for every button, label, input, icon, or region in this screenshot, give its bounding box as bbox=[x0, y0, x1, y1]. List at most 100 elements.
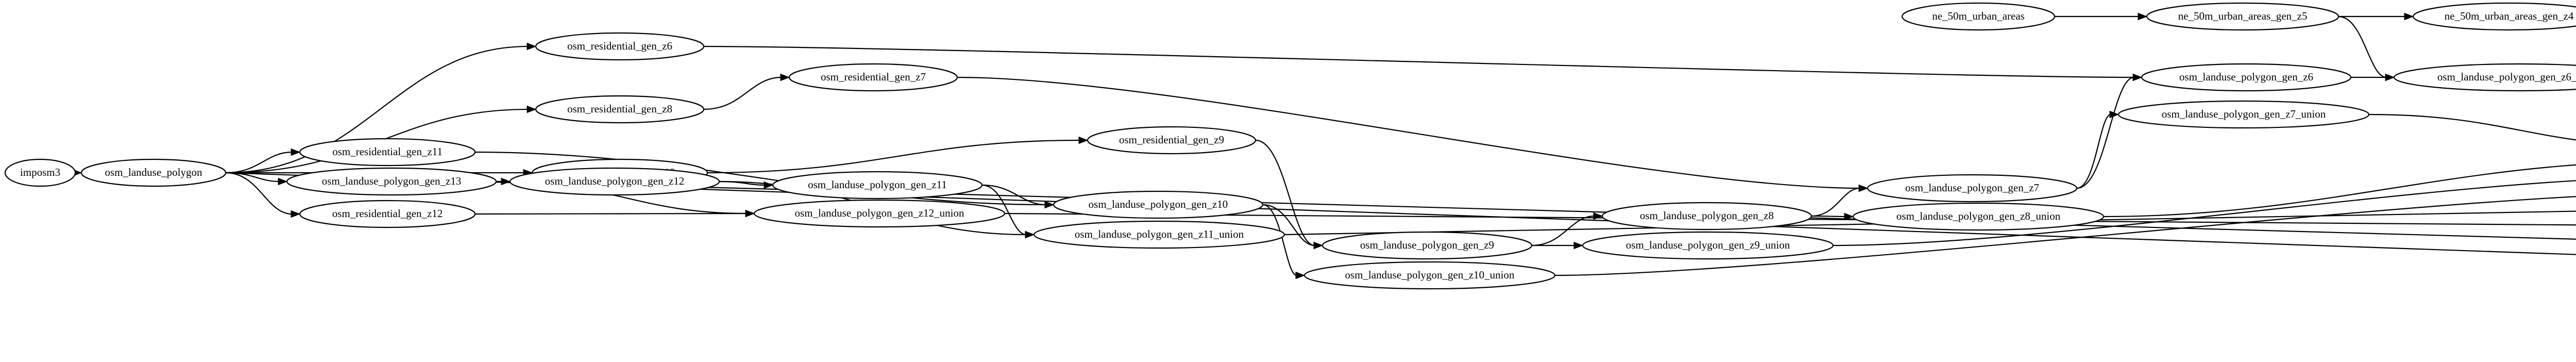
node-label-osm_landuse_polygon_gen_z6_union: osm_landuse_polygon_gen_z6_union bbox=[2437, 71, 2576, 83]
edge-osm_landuse_polygon_gen_z11--osm_landuse_polygon_gen_z11_union bbox=[981, 184, 1027, 236]
node-shape-ne_50m_urban_areas bbox=[1901, 2, 2056, 31]
node-shape-osm_residential_gen_z6 bbox=[535, 32, 705, 61]
edge-arrowhead bbox=[780, 73, 790, 81]
node-label-osm_residential_gen_z6: osm_residential_gen_z6 bbox=[567, 40, 672, 52]
node-shape-osm_landuse_polygon_gen_z11 bbox=[772, 171, 983, 200]
edge-osm_landuse_polygon--osm_residential_gen_z6 bbox=[225, 45, 529, 174]
node-shape-osm_landuse_polygon_gen_z13 bbox=[286, 167, 497, 196]
node-label-osm_residential_gen_z8: osm_residential_gen_z8 bbox=[567, 103, 672, 115]
node-shape-osm_residential_gen_z9 bbox=[1087, 126, 1257, 155]
edge-arrowhead bbox=[291, 148, 301, 156]
node-osm_landuse_polygon_gen_z6[interactable]: osm_landuse_polygon_gen_z6 bbox=[2141, 63, 2352, 92]
edge-osm_landuse_polygon--osm_residential_gen_z11 bbox=[225, 151, 293, 174]
node-osm_landuse_polygon_gen_z8[interactable]: osm_landuse_polygon_gen_z8 bbox=[1601, 202, 1812, 231]
edge-arrowhead bbox=[2385, 73, 2395, 81]
edge-osm_landuse_polygon_gen_z8_union--layer_landuse.z8 bbox=[2103, 164, 2576, 218]
edge-osm_landuse_polygon_gen_z7--osm_landuse_polygon_gen_z7_union bbox=[2076, 113, 2111, 189]
edge-osm_landuse_polygon_gen_z11--osm_landuse_polygon_gen_z10 bbox=[981, 184, 1046, 206]
node-ne_50m_urban_areas_gen_z4[interactable]: ne_50m_urban_areas_gen_z4 bbox=[2412, 2, 2576, 31]
edge-osm_landuse_polygon--osm_residential_gen_z12 bbox=[225, 172, 293, 215]
node-osm_residential_gen_z9[interactable]: osm_residential_gen_z9 bbox=[1087, 126, 1257, 155]
node-osm_residential_gen_z12[interactable]: osm_residential_gen_z12 bbox=[299, 200, 476, 228]
edge-arrowhead bbox=[527, 42, 537, 51]
node-label-osm_residential_gen_z12: osm_residential_gen_z12 bbox=[332, 207, 443, 220]
edge-osm_landuse_polygon_gen_z10_union--layer_landuse.z10 bbox=[1554, 196, 2576, 276]
edge-osm_residential_gen_z7--osm_landuse_polygon_gen_z7 bbox=[957, 76, 1860, 189]
node-label-ne_50m_urban_areas: ne_50m_urban_areas bbox=[1932, 10, 2025, 22]
node-osm_landuse_polygon_gen_z13[interactable]: osm_landuse_polygon_gen_z13 bbox=[286, 167, 497, 196]
node-osm_landuse_polygon_gen_z10_union[interactable]: osm_landuse_polygon_gen_z10_union bbox=[1303, 261, 1556, 290]
node-osm_landuse_polygon[interactable]: osm_landuse_polygon bbox=[80, 158, 227, 187]
node-label-osm_landuse_polygon_gen_z9_union: osm_landuse_polygon_gen_z9_union bbox=[1626, 239, 1790, 251]
node-shape-osm_landuse_polygon bbox=[80, 158, 227, 187]
edge-arrowhead bbox=[291, 210, 301, 218]
node-label-osm_residential_gen_z7: osm_residential_gen_z7 bbox=[821, 71, 926, 83]
node-shape-ne_50m_urban_areas_gen_z5 bbox=[2146, 2, 2340, 31]
edge-osm_residential_gen_z10--osm_residential_gen_z9 bbox=[707, 139, 1080, 174]
node-label-osm_landuse_polygon_gen_z11: osm_landuse_polygon_gen_z11 bbox=[808, 178, 947, 191]
node-osm_landuse_polygon_gen_z8_union[interactable]: osm_landuse_polygon_gen_z8_union bbox=[1852, 202, 2105, 231]
node-shape-osm_residential_gen_z11 bbox=[299, 138, 476, 167]
node-osm_residential_gen_z7[interactable]: osm_residential_gen_z7 bbox=[788, 63, 958, 92]
node-shape-osm_landuse_polygon_gen_z12 bbox=[509, 167, 720, 196]
node-osm_landuse_polygon_gen_z7_union[interactable]: osm_landuse_polygon_gen_z7_union bbox=[2117, 100, 2370, 129]
node-osm_landuse_polygon_gen_z9[interactable]: osm_landuse_polygon_gen_z9 bbox=[1321, 231, 1533, 260]
node-ne_50m_urban_areas[interactable]: ne_50m_urban_areas bbox=[1901, 2, 2056, 31]
node-shape-osm_residential_gen_z12 bbox=[299, 200, 476, 228]
node-label-osm_landuse_polygon_gen_z13: osm_landuse_polygon_gen_z13 bbox=[322, 175, 462, 187]
node-osm_landuse_polygon_gen_z12_union[interactable]: osm_landuse_polygon_gen_z12_union bbox=[753, 199, 1006, 228]
edge-arrowhead bbox=[1313, 241, 1324, 250]
node-imposm3[interactable]: imposm3 bbox=[4, 158, 76, 187]
node-osm_residential_gen_z8[interactable]: osm_residential_gen_z8 bbox=[535, 95, 705, 124]
edge-osm_landuse_polygon_gen_z9--osm_landuse_polygon_gen_z8 bbox=[1531, 215, 1595, 246]
node-shape-osm_landuse_polygon_gen_z7_union bbox=[2117, 100, 2370, 129]
edge-osm_landuse_polygon_gen_z8--osm_landuse_polygon_gen_z8_union bbox=[1811, 215, 1846, 218]
node-osm_landuse_polygon_gen_z11[interactable]: osm_landuse_polygon_gen_z11 bbox=[772, 171, 983, 200]
edge-arrowhead bbox=[1593, 212, 1603, 220]
node-shape-osm_landuse_polygon_gen_z8 bbox=[1601, 202, 1812, 231]
node-osm_landuse_polygon_gen_z7[interactable]: osm_landuse_polygon_gen_z7 bbox=[1867, 174, 2078, 203]
edge-arrowhead bbox=[2132, 73, 2143, 81]
edge-osm_landuse_polygon_gen_z7_union--layer_landuse.z7 bbox=[2368, 113, 2576, 141]
edge-osm_residential_gen_z12--osm_landuse_polygon_gen_z12_union bbox=[474, 212, 747, 215]
node-label-osm_landuse_polygon_gen_z9: osm_landuse_polygon_gen_z9 bbox=[1360, 239, 1494, 251]
node-label-osm_landuse_polygon_gen_z10: osm_landuse_polygon_gen_z10 bbox=[1089, 198, 1228, 210]
node-ne_50m_urban_areas_gen_z5[interactable]: ne_50m_urban_areas_gen_z5 bbox=[2146, 2, 2340, 31]
node-label-osm_landuse_polygon_gen_z8_union: osm_landuse_polygon_gen_z8_union bbox=[1896, 210, 2061, 222]
node-osm_landuse_polygon_gen_z12[interactable]: osm_landuse_polygon_gen_z12 bbox=[509, 167, 720, 196]
node-label-ne_50m_urban_areas_gen_z5: ne_50m_urban_areas_gen_z5 bbox=[2178, 10, 2308, 22]
edge-osm_residential_gen_z9--osm_landuse_polygon_gen_z9 bbox=[1255, 139, 1315, 246]
node-label-osm_landuse_polygon_gen_z8: osm_landuse_polygon_gen_z8 bbox=[1640, 209, 1774, 222]
edge-osm_landuse_polygon_gen_z10--osm_landuse_polygon_gen_z9 bbox=[1262, 204, 1315, 246]
edge-arrowhead bbox=[1044, 201, 1055, 209]
node-label-osm_landuse_polygon: osm_landuse_polygon bbox=[105, 166, 202, 178]
node-osm_landuse_polygon_gen_z6_union[interactable]: osm_landuse_polygon_gen_z6_union bbox=[2393, 63, 2576, 92]
edge-osm_residential_gen_z6--osm_landuse_polygon_gen_z6 bbox=[703, 45, 2134, 78]
edge-osm_residential_gen_z8--osm_residential_gen_z7 bbox=[703, 76, 782, 110]
node-osm_residential_gen_z6[interactable]: osm_residential_gen_z6 bbox=[535, 32, 705, 61]
node-shape-ne_50m_urban_areas_gen_z4 bbox=[2412, 2, 2576, 31]
edge-ne_50m_urban_areas_gen_z5--osm_landuse_polygon_gen_z6_union bbox=[2338, 15, 2387, 78]
edge-arrowhead bbox=[2404, 12, 2414, 21]
node-osm_landuse_polygon_gen_z11_union[interactable]: osm_landuse_polygon_gen_z11_union bbox=[1033, 220, 1285, 249]
node-label-osm_residential_gen_z11: osm_residential_gen_z11 bbox=[332, 145, 443, 158]
node-label-osm_landuse_polygon_gen_z6: osm_landuse_polygon_gen_z6 bbox=[2179, 71, 2313, 83]
node-shape-osm_landuse_polygon_gen_z6 bbox=[2141, 63, 2352, 92]
node-shape-osm_landuse_polygon_gen_z12_union bbox=[753, 199, 1006, 228]
edge-arrowhead bbox=[1025, 231, 1035, 239]
edge-arrowhead bbox=[278, 177, 288, 186]
node-label-osm_landuse_polygon_gen_z7: osm_landuse_polygon_gen_z7 bbox=[1905, 182, 2039, 194]
edge-osm_landuse_polygon_gen_z10--osm_landuse_polygon_gen_z10_union bbox=[1262, 204, 1297, 276]
edge-arrowhead bbox=[764, 181, 774, 189]
edge-arrowhead bbox=[1078, 136, 1089, 144]
node-osm_landuse_polygon_gen_z10[interactable]: osm_landuse_polygon_gen_z10 bbox=[1053, 190, 1264, 219]
node-osm_landuse_polygon_gen_z9_union[interactable]: osm_landuse_polygon_gen_z9_union bbox=[1582, 231, 1834, 260]
node-shape-osm_landuse_polygon_gen_z10 bbox=[1053, 190, 1264, 219]
node-osm_residential_gen_z11[interactable]: osm_residential_gen_z11 bbox=[299, 138, 476, 167]
node-shape-osm_residential_gen_z7 bbox=[788, 63, 958, 92]
node-shape-osm_landuse_polygon_gen_z10_union bbox=[1303, 261, 1556, 290]
node-shape-osm_landuse_polygon_gen_z6_union bbox=[2393, 63, 2576, 92]
edge-arrowhead bbox=[1295, 271, 1306, 279]
